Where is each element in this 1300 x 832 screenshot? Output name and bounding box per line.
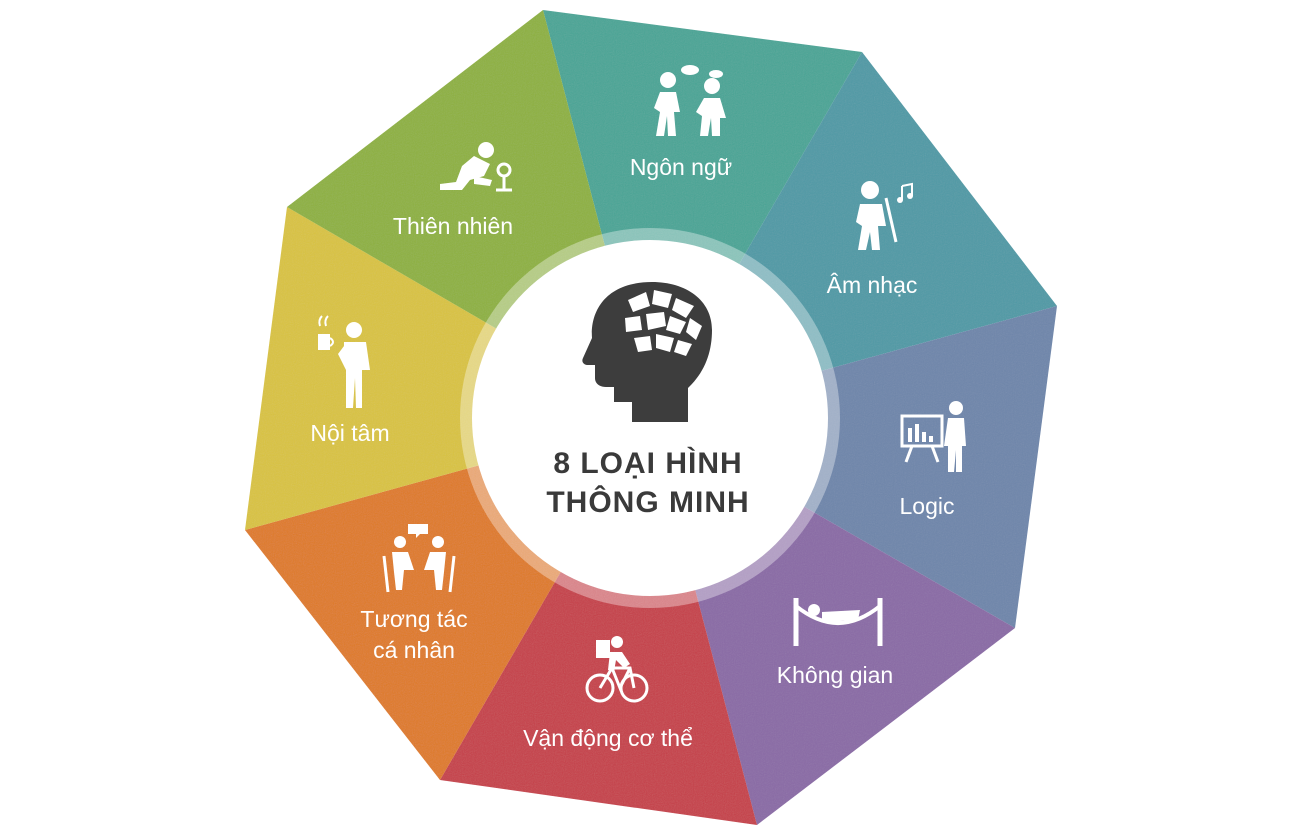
label-am-nhac: Âm nhạc	[827, 272, 918, 298]
label-thien-nhien: Thiên nhiên	[393, 213, 513, 239]
title-line-2: THÔNG MINH	[546, 485, 749, 519]
segment-logic	[650, 306, 1057, 628]
conversation-icon	[654, 65, 726, 136]
label-khong-gian: Không gian	[777, 662, 893, 688]
singer-icon	[856, 181, 913, 250]
meeting-icon	[382, 524, 456, 593]
gardener-icon	[440, 142, 512, 192]
brain-head-icon	[582, 282, 712, 422]
label-noi-tam: Nội tâm	[310, 420, 389, 446]
hammock-icon	[793, 598, 883, 646]
label-tuong-tac-line-1: Tương tác	[360, 606, 467, 632]
segment-ngon-ngu	[543, 10, 862, 418]
title-line-1: 8 LOẠI HÌNH	[553, 446, 742, 480]
label-van-dong: Vận động cơ thể	[523, 725, 693, 751]
label-ngon-ngu: Ngôn ngữ	[630, 154, 732, 180]
coffee-person-icon	[318, 315, 370, 408]
segment-noi-tam	[245, 207, 650, 530]
label-tuong-tac-line-2: cá nhân	[373, 637, 455, 663]
presentation-icon	[900, 401, 966, 472]
cyclist-icon	[585, 636, 649, 703]
label-logic: Logic	[900, 493, 955, 519]
segment-van-dong	[440, 418, 757, 825]
